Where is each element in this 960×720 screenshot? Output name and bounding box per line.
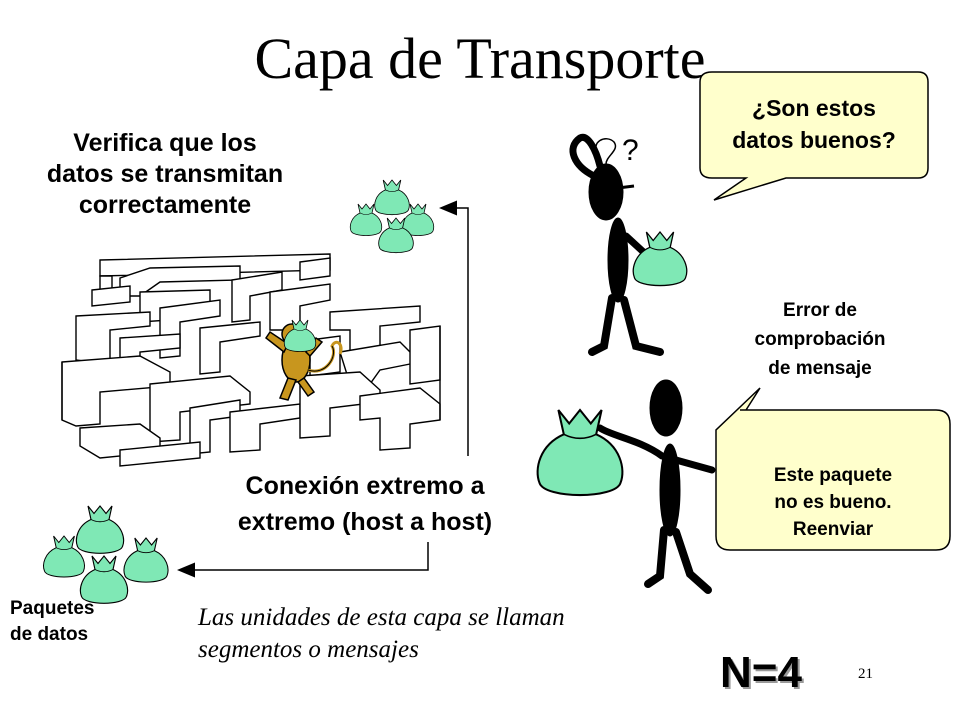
connection-line-1: Conexión extremo a bbox=[245, 472, 485, 500]
bag-cluster-top bbox=[349, 179, 435, 254]
bubble-top-text: ¿Son estos datos buenos? bbox=[700, 92, 928, 156]
bag-cluster-bottom bbox=[43, 505, 169, 604]
bubble-bottom-line-1: Este paquete bbox=[773, 465, 893, 486]
rejected-bag bbox=[536, 408, 624, 497]
error-line-2: comprobación bbox=[754, 329, 886, 350]
thinking-figure-bag bbox=[632, 231, 688, 287]
pointing-figure bbox=[596, 379, 716, 594]
page-number: 21 bbox=[858, 666, 873, 682]
n-label: N=4 bbox=[720, 648, 802, 697]
packets-line-2: de datos bbox=[10, 624, 89, 645]
thought-squiggle bbox=[595, 138, 617, 165]
packets-label: Paquetes de datos bbox=[10, 596, 94, 648]
error-label: Error de comprobación de mensaje bbox=[700, 296, 940, 383]
bubble-bottom-line-3: Reenviar bbox=[792, 519, 874, 540]
connection-text: Conexión extremo a extremo (host a host) bbox=[180, 468, 550, 540]
bubble-top-line-1: ¿Son estos bbox=[752, 95, 876, 121]
verify-line-1: Verifica que los bbox=[73, 129, 257, 157]
maze bbox=[61, 253, 441, 467]
speech-bubble-bottom bbox=[715, 387, 951, 551]
bubble-top-line-2: datos buenos? bbox=[732, 127, 896, 153]
bubble-bottom-text: Este paquete no es bueno. Reenviar bbox=[720, 462, 946, 548]
arrow-down-left bbox=[177, 542, 429, 578]
error-line-1: Error de bbox=[783, 300, 857, 321]
speech-bubble-top bbox=[699, 71, 929, 201]
units-line-1: Las unidades de esta capa se llaman bbox=[198, 604, 565, 631]
verify-line-3: correctamente bbox=[78, 191, 252, 219]
question-mark: ? bbox=[622, 134, 639, 167]
error-line-3: de mensaje bbox=[768, 358, 872, 379]
slide-title: Capa de Transporte bbox=[254, 26, 706, 91]
bubble-bottom-line-2: no es bueno. bbox=[774, 492, 892, 513]
thinking-figure bbox=[569, 133, 664, 356]
verify-line-2: datos se transmitan bbox=[46, 160, 284, 188]
packets-line-1: Paquetes bbox=[10, 598, 95, 619]
verify-text: Verifica que los datos se transmitan cor… bbox=[0, 128, 330, 221]
arrow-up bbox=[439, 200, 469, 456]
units-line-2: segmentos o mensajes bbox=[198, 636, 419, 663]
units-note: Las unidades de esta capa se llaman segm… bbox=[198, 602, 698, 666]
connection-line-2: extremo (host a host) bbox=[237, 508, 493, 536]
